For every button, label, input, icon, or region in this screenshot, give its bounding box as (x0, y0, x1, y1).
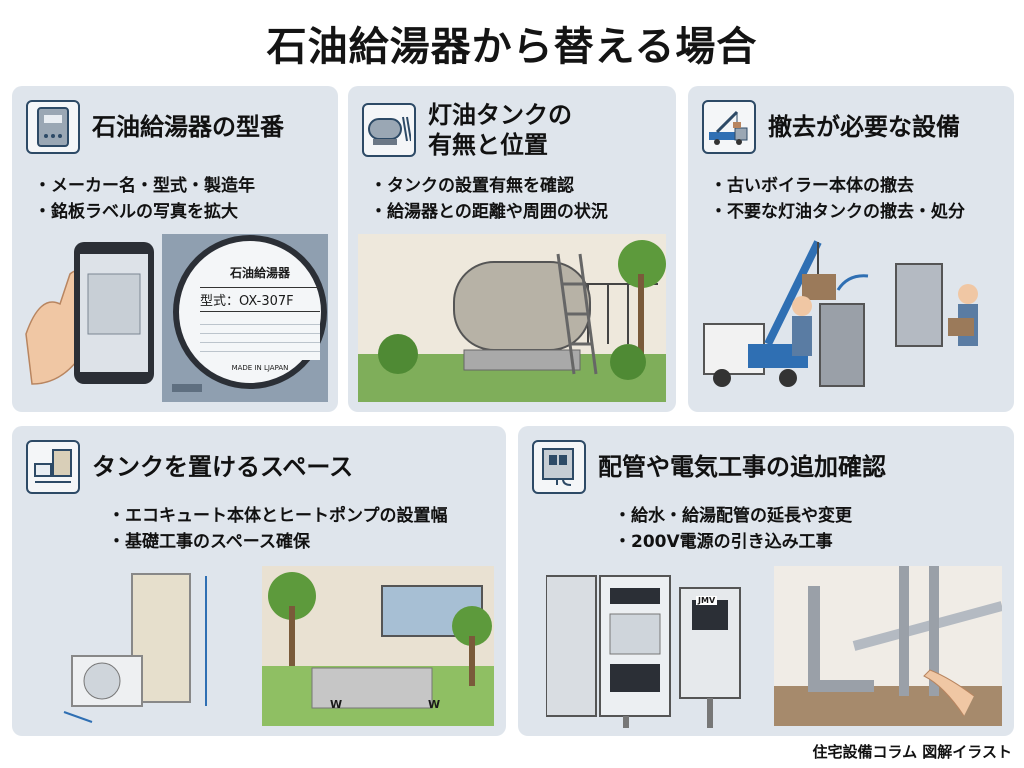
oil-tank-illustration (358, 234, 666, 402)
bullet-list: タンクの設置有無を確認 給湯器との距離や周囲の状況 (370, 174, 608, 225)
page-title: 石油給湯器から替える場合 (266, 24, 758, 70)
bullet-list: エコキュート本体とヒートポンプの設置幅 基礎工事のスペース確保 (108, 504, 448, 555)
installation-site-illustration (262, 566, 494, 726)
list-item: エコキュート本体とヒートポンプの設置幅 (108, 504, 448, 530)
bullet-list: 古いボイラー本体の撤去 不要な灯油タンクの撤去・処分 (710, 174, 965, 225)
list-item: 不要な灯油タンクの撤去・処分 (710, 200, 965, 226)
card-tank-space: タンクを置けるスペース エコキュート本体とヒートポンプの設置幅 基礎工事のスペー… (12, 426, 506, 736)
oil-tank-icon (362, 103, 416, 157)
ecocute-unit-illustration (63, 573, 207, 723)
width-label: W (428, 698, 441, 711)
card-title: タンクを置けるスペース (92, 453, 354, 481)
electric-panel-icon (532, 440, 586, 494)
card-header: 石油給湯器の型番 (26, 100, 284, 154)
list-item: タンクの設置有無を確認 (370, 174, 608, 200)
card-piping-electric: 配管や電気工事の追加確認 給水・給湯配管の延長や変更 200V電源の引き込み工事… (518, 426, 1014, 736)
water-heater-icon (26, 100, 80, 154)
card-header: タンクを置けるスペース (26, 440, 353, 494)
card-header: 撤去が必要な設備 (702, 100, 960, 154)
width-label: W (330, 698, 343, 711)
list-item: メーカー名・型式・製造年 (34, 174, 255, 200)
card-model-number: 石油給湯器の型番 メーカー名・型式・製造年 銘板ラベルの写真を拡大 石油給湯器 … (12, 86, 338, 412)
list-item: 古いボイラー本体の撤去 (710, 174, 965, 200)
list-item: 給湯器との距離や周囲の状況 (370, 200, 608, 226)
bullet-list: メーカー名・型式・製造年 銘板ラベルの写真を拡大 (34, 174, 255, 225)
list-item: 基礎工事のスペース確保 (108, 530, 448, 556)
panel-label: JMV (696, 596, 718, 605)
crane-truck-icon (702, 100, 756, 154)
card-removal: 撤去が必要な設備 古いボイラー本体の撤去 不要な灯油タンクの撤去・処分 (688, 86, 1014, 412)
space-measure-icon (26, 440, 80, 494)
card-header: 配管や電気工事の追加確認 (532, 440, 886, 494)
card-title: 配管や電気工事の追加確認 (598, 453, 886, 481)
nameplate: 石油給湯器 型式：OX-307F MADE IN LJAPAN (200, 264, 320, 372)
removal-illustration (703, 240, 978, 387)
card-header: 灯油タンクの有無と位置 (362, 100, 572, 160)
list-item: 給水・給湯配管の延長や変更 (614, 504, 852, 530)
nameplate-rows (200, 316, 320, 360)
piping-illustration (774, 566, 1002, 726)
bullet-list: 給水・給湯配管の延長や変更 200V電源の引き込み工事 (614, 504, 852, 555)
footer-caption: 住宅設備コラム 図解イラスト (812, 743, 1012, 761)
nameplate-heading: 石油給湯器 (229, 266, 290, 280)
card-title: 石油給湯器の型番 (92, 113, 284, 141)
list-item: 200V電源の引き込み工事 (614, 530, 852, 556)
card-title: 撤去が必要な設備 (768, 113, 960, 141)
nameplate-model: 型式：OX-307F (200, 287, 320, 312)
distribution-panel-illustration (546, 575, 741, 728)
card-title: 灯油タンクの有無と位置 (428, 101, 572, 159)
list-item: 銘板ラベルの写真を拡大 (34, 200, 255, 226)
nameplate-footer: MADE IN LJAPAN (231, 364, 289, 372)
